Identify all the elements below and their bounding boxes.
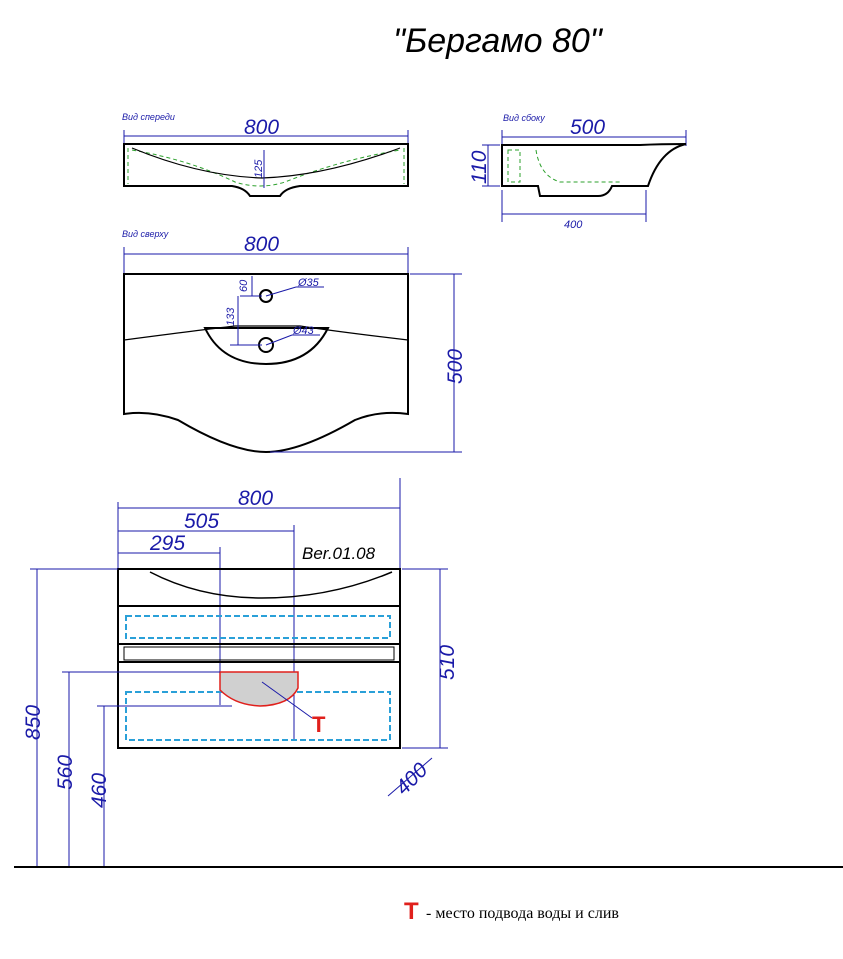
assembly-view: 800 505 295 Ber.01.08 Т 510 400 8 (14, 478, 843, 868)
assembly-basin (117, 568, 401, 607)
top-depth-dim: 500 (444, 349, 467, 384)
top-bowl-outline (203, 327, 330, 366)
top-view-label: Вид сверху (122, 229, 169, 239)
side-depth-dim: 500 (570, 116, 605, 139)
height-460-dim: 460 (88, 773, 111, 808)
tap-hole-dim: Ø35 (297, 277, 320, 289)
top-tap-offset-dim: 60 (238, 279, 250, 292)
side-view-label: Вид сбоку (503, 113, 545, 123)
service-zone (219, 671, 299, 707)
front-depth-dim: 125 (253, 159, 265, 178)
legend-text: - место подвода воды и слив (426, 905, 619, 922)
side-bottom-dim: 400 (564, 219, 583, 231)
top-view: Вид сверху 800 60 133 Ø35 Ø43 500 (122, 229, 467, 454)
top-drain-offset-dim: 133 (225, 307, 237, 326)
assembly-width-dim: 800 (238, 487, 273, 510)
marker-T: Т (312, 712, 326, 737)
side-height-dim: 110 (468, 150, 491, 184)
height-850-dim: 850 (22, 705, 45, 740)
drawing-title: "Бергамо 80" (393, 22, 604, 60)
assembly-295-dim: 295 (149, 532, 185, 555)
legend-marker: Т (404, 898, 419, 925)
side-view: Вид сбоку 500 110 400 (468, 113, 687, 231)
legend: Т - место подвода воды и слив (404, 898, 619, 925)
drain-hole-dim: Ø43 (292, 325, 315, 337)
version-label: Ber.01.08 (302, 544, 376, 563)
top-basin-outline (123, 273, 409, 454)
front-view: Вид спереди 800 125 (122, 112, 409, 197)
height-510-dim: 510 (436, 645, 459, 680)
height-560-dim: 560 (54, 755, 77, 790)
side-basin-outline (501, 143, 687, 197)
front-width-dim: 800 (244, 116, 279, 139)
assembly-505-dim: 505 (184, 510, 219, 533)
upper-drawer (125, 615, 391, 639)
depth-400-dim: 400 (391, 758, 432, 799)
front-basin-outline (123, 143, 409, 197)
cabinet-body (117, 605, 401, 749)
top-width-dim: 800 (244, 233, 279, 256)
front-view-label: Вид спереди (122, 112, 175, 122)
